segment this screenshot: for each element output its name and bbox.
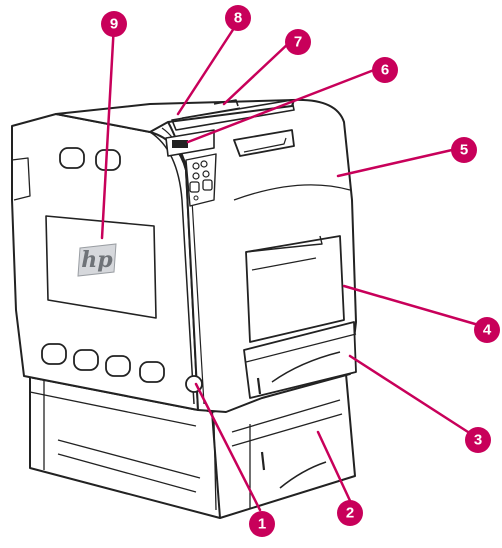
callout-8: 8	[225, 5, 251, 31]
callout-5: 5	[451, 137, 477, 163]
callout-7: 7	[285, 29, 311, 55]
hp-logo: hp	[78, 244, 116, 276]
callout-3: 3	[465, 427, 491, 453]
leader-line-3	[350, 356, 468, 432]
callout-4-number: 4	[483, 322, 492, 339]
callout-9-number: 9	[110, 16, 118, 33]
callout-3-number: 3	[474, 432, 482, 449]
callout-7-number: 7	[294, 34, 302, 51]
callout-5-number: 5	[460, 142, 468, 159]
hp-logo-text: hp	[81, 247, 113, 273]
printer-body	[12, 100, 356, 426]
callout-9: 9	[101, 11, 127, 37]
leader-line-4	[344, 286, 482, 326]
callout-8-number: 8	[234, 10, 242, 27]
callout-4: 4	[474, 317, 500, 343]
callout-1-number: 1	[258, 516, 266, 533]
leader-line-5	[338, 150, 452, 176]
callout-2: 2	[337, 500, 363, 526]
callout-6: 6	[372, 57, 398, 83]
callout-1: 1	[249, 511, 275, 537]
leader-line-7	[224, 42, 290, 104]
callout-2-number: 2	[346, 505, 354, 522]
callout-6-number: 6	[381, 62, 389, 79]
